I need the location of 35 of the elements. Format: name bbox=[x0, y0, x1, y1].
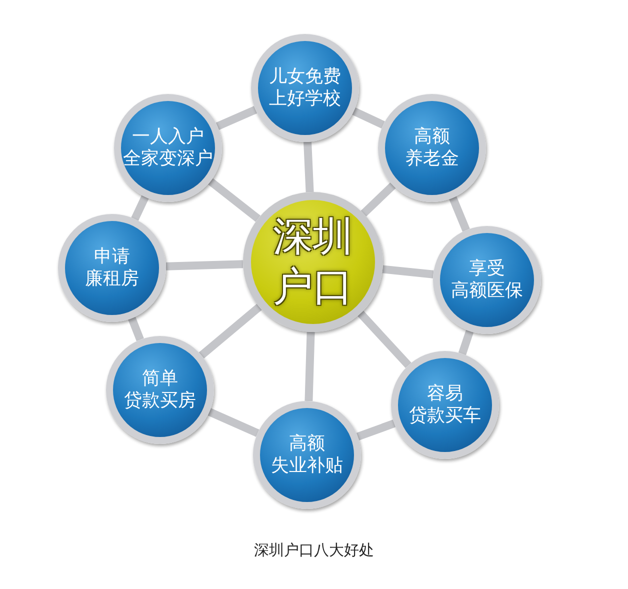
connector-line bbox=[356, 420, 396, 440]
caption: 深圳户口八大好处 bbox=[254, 541, 374, 559]
node-label: 深圳 bbox=[273, 213, 353, 262]
circle-node bbox=[243, 192, 383, 332]
connector-line bbox=[198, 304, 262, 358]
connector-line bbox=[358, 310, 412, 368]
node-label: 贷款买车 bbox=[409, 405, 481, 428]
node-label: 廉租房 bbox=[85, 268, 139, 290]
connector-line bbox=[458, 330, 474, 356]
node-label: 享受 bbox=[469, 258, 505, 280]
connector-line bbox=[360, 182, 396, 216]
node-label: 上好学校 bbox=[269, 88, 341, 110]
connector-line bbox=[382, 265, 434, 278]
connector-line bbox=[131, 195, 149, 221]
node-label: 高额 bbox=[414, 126, 450, 148]
connector-line bbox=[208, 178, 260, 222]
node-label: 高额医保 bbox=[451, 280, 523, 302]
node-label: 养老金 bbox=[405, 148, 459, 170]
node-label: 失业补贴 bbox=[271, 455, 343, 478]
node-label: 全家变深户 bbox=[123, 148, 213, 170]
connector-line bbox=[304, 332, 315, 402]
node-label: 一人入户 bbox=[132, 126, 204, 148]
connector-line bbox=[304, 142, 314, 192]
node-label: 儿女免费 bbox=[269, 66, 341, 88]
connector-line bbox=[128, 316, 144, 342]
connector-line bbox=[352, 107, 385, 129]
node-label: 容易 bbox=[427, 382, 463, 405]
node-label: 简单 bbox=[142, 368, 178, 390]
connector-line bbox=[216, 106, 258, 130]
node-label: 高额 bbox=[289, 432, 325, 455]
node-label: 贷款买房 bbox=[124, 390, 196, 412]
connector-line bbox=[166, 260, 244, 270]
node-label: 户口 bbox=[273, 263, 353, 312]
connector-line bbox=[208, 408, 260, 437]
node-label: 申请 bbox=[94, 246, 130, 268]
